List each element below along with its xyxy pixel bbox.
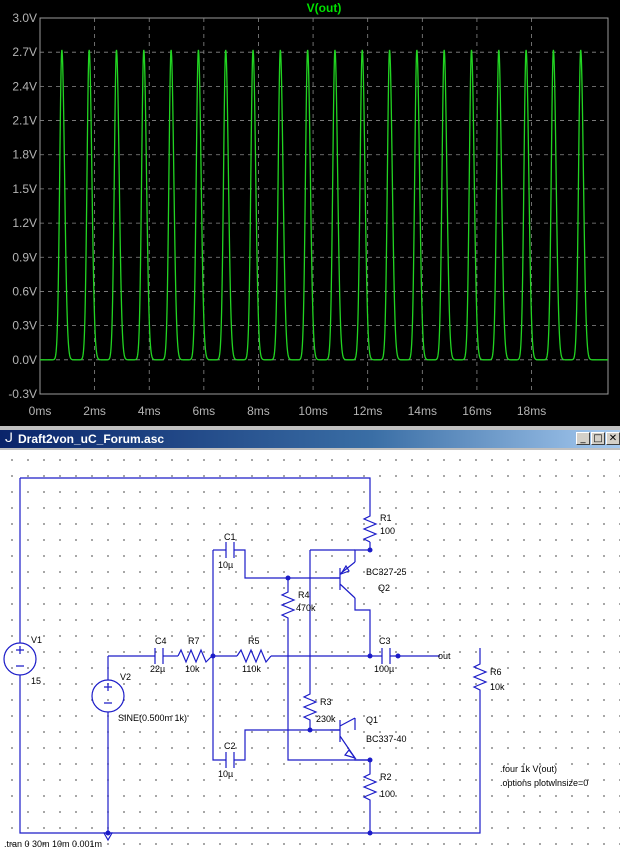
trace-vout[interactable]	[40, 49, 608, 361]
r2-label[interactable]: R2	[380, 772, 392, 782]
y-axis-ticks: 3.0V 2.7V 2.4V 2.1V 1.8V 1.5V 1.2V 0.9V 0.6V 0.3V…	[8, 11, 37, 401]
resistor-r3[interactable]	[302, 688, 318, 724]
c4-value[interactable]: 22µ	[150, 664, 165, 674]
v1-label[interactable]: V1	[31, 635, 42, 645]
waveform-viewer[interactable]: V(out) 3.0V 2.7V 2.4V 2.1V 1.8V 1.5V 1.2V 0.9V 0…	[0, 0, 620, 426]
transistor-q2[interactable]	[330, 561, 356, 599]
c1-label[interactable]: C1	[224, 532, 236, 542]
v1-value[interactable]: 15	[31, 676, 41, 686]
resistor-r5[interactable]	[236, 648, 272, 664]
y-tick-label: 1.5V	[12, 182, 37, 196]
r1-label[interactable]: R1	[380, 513, 392, 523]
voltage-source-v2[interactable]	[91, 679, 125, 713]
q2-model[interactable]: BC327-25	[366, 567, 407, 577]
r3-value[interactable]: 230k	[316, 714, 336, 724]
r4-value[interactable]: 470k	[296, 603, 316, 613]
x-tick-label: 8ms	[247, 404, 270, 418]
r7-label[interactable]: R7	[188, 636, 200, 646]
minimize-button[interactable]: _	[576, 432, 590, 445]
y-tick-label: 3.0V	[12, 11, 37, 25]
directive-four[interactable]: .four 1k V(out)	[500, 764, 557, 774]
r3-label[interactable]: R3	[320, 697, 332, 707]
y-tick-label: 1.8V	[12, 148, 37, 162]
capacitor-c3[interactable]	[381, 648, 391, 664]
close-button[interactable]: ✕	[606, 432, 620, 445]
y-tick-label: 0.0V	[12, 353, 37, 367]
c3-label[interactable]: C3	[379, 636, 391, 646]
x-tick-label: 12ms	[353, 404, 382, 418]
resistor-r2[interactable]	[362, 768, 378, 802]
ltspice-app-icon[interactable]: ᒍ	[4, 431, 14, 446]
resistor-r4[interactable]	[280, 586, 296, 622]
junctions	[105, 547, 401, 836]
y-tick-label: 2.1V	[12, 114, 37, 128]
resistor-r6[interactable]	[472, 656, 488, 698]
c3-value[interactable]: 100µ	[374, 664, 394, 674]
x-tick-label: 14ms	[408, 404, 437, 418]
schematic-window[interactable]: ᒍ Draft2von_uC_Forum.asc _ □ ✕	[0, 426, 620, 857]
y-tick-label: 0.6V	[12, 284, 37, 298]
schematic-canvas[interactable]: R1 100 C1 10µ BC327-25 Q2 R4 470k	[0, 450, 620, 857]
y-tick-label: 2.4V	[12, 79, 37, 93]
net-label-out[interactable]: out	[438, 651, 451, 661]
r5-label[interactable]: R5	[248, 636, 260, 646]
c2-value[interactable]: 10µ	[218, 769, 233, 779]
x-tick-label: 10ms	[298, 404, 327, 418]
c4-label[interactable]: C4	[155, 636, 167, 646]
capacitor-c1[interactable]	[225, 542, 235, 558]
waveform-plot[interactable]: V(out) 3.0V 2.7V 2.4V 2.1V 1.8V 1.5V 1.2V 0.9V 0…	[0, 0, 620, 426]
q2-label[interactable]: Q2	[378, 583, 390, 593]
plot-frame	[39, 17, 609, 395]
schematic-titlebar[interactable]: ᒍ Draft2von_uC_Forum.asc _ □ ✕	[0, 430, 620, 448]
plot-grid	[40, 18, 608, 394]
x-tick-label: 2ms	[83, 404, 106, 418]
voltage-source-v1[interactable]	[3, 642, 37, 676]
c2-label[interactable]: C2	[224, 741, 236, 751]
transistor-q1[interactable]	[330, 717, 357, 760]
maximize-button[interactable]: □	[591, 432, 605, 445]
c1-value[interactable]: 10µ	[218, 560, 233, 570]
y-tick-label: 2.7V	[12, 45, 37, 59]
y-tick-label: -0.3V	[8, 387, 37, 401]
r6-label[interactable]: R6	[490, 667, 502, 677]
r1-value[interactable]: 100	[380, 526, 395, 536]
x-tick-label: 16ms	[462, 404, 491, 418]
q1-model[interactable]: BC337-40	[366, 734, 407, 744]
r5-value[interactable]: 110k	[242, 664, 261, 674]
v2-label[interactable]: V2	[120, 672, 131, 682]
r2-value[interactable]: 100	[380, 789, 395, 799]
directive-tran[interactable]: .tran 0 30m 10m 0.001m	[4, 839, 102, 849]
wires[interactable]	[19, 477, 481, 834]
capacitor-c2[interactable]	[225, 752, 235, 768]
resistor-r1[interactable]	[362, 510, 378, 543]
y-tick-label: 0.3V	[12, 319, 37, 333]
x-tick-label: 0ms	[29, 404, 52, 418]
x-tick-label: 6ms	[193, 404, 216, 418]
q1-label[interactable]: Q1	[366, 715, 378, 725]
directive-options[interactable]: .options plotwinsize=0	[500, 778, 588, 788]
x-tick-label: 18ms	[517, 404, 546, 418]
y-tick-label: 0.9V	[12, 250, 37, 264]
y-tick-label: 1.2V	[12, 216, 37, 230]
x-tick-label: 4ms	[138, 404, 161, 418]
capacitor-c4[interactable]	[154, 648, 164, 664]
r7-value[interactable]: 10k	[185, 664, 200, 674]
x-axis-ticks: 0ms 2ms 4ms 6ms 8ms 10ms 12ms 14ms 16ms 18ms	[29, 404, 547, 418]
schematic-window-title: Draft2von_uC_Forum.asc	[18, 432, 165, 446]
r4-label[interactable]: R4	[298, 590, 310, 600]
plot-title[interactable]: V(out)	[307, 1, 342, 15]
v2-value[interactable]: SINE(0.500m 1k)	[118, 713, 187, 723]
r6-value[interactable]: 10k	[490, 682, 505, 692]
resistor-r7[interactable]	[177, 648, 213, 664]
schematic-drawing[interactable]: R1 100 C1 10µ BC327-25 Q2 R4 470k	[0, 450, 620, 857]
